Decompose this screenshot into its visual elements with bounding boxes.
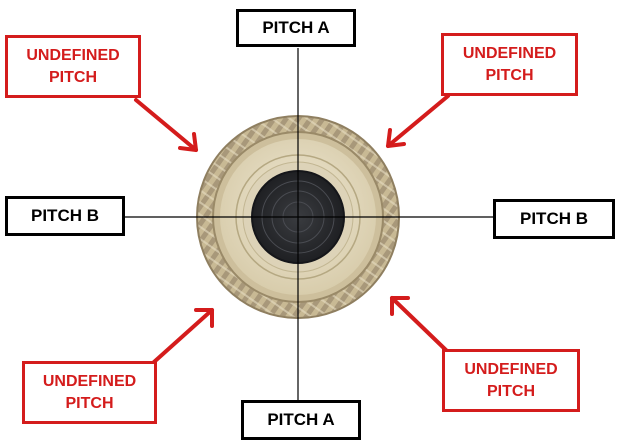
undefined-pitch-top-left-label: UNDEFINED PITCH [5,35,141,98]
undefined-text-line2: PITCH [65,394,114,412]
red-arrow-icon [386,94,450,148]
pitch-b-right-text: PITCH B [520,209,588,228]
pitch-b-left-label: PITCH B [5,196,125,236]
undefined-text-line2: PITCH [485,66,534,84]
pitch-a-bottom-text: PITCH A [267,410,335,429]
undefined-text-line1: UNDEFINED [464,360,558,378]
red-arrow-icon [134,98,198,152]
undefined-text-line2: PITCH [49,68,97,86]
pitch-a-top-text: PITCH A [262,18,330,37]
red-arrow-icon [390,296,450,354]
undefined-text-line1: UNDEFINED [42,372,137,390]
pitch-a-top-label: PITCH A [236,9,356,47]
undefined-pitch-bottom-left-label: UNDEFINED PITCH [22,361,157,424]
undefined-text-line1: UNDEFINED [26,46,120,64]
undefined-text-line1: UNDEFINED [462,44,557,62]
pitch-a-bottom-label: PITCH A [241,400,361,440]
undefined-pitch-bottom-right-label: UNDEFINED PITCH [442,349,580,412]
pitch-b-left-text: PITCH B [31,206,99,225]
undefined-pitch-top-right-label: UNDEFINED PITCH [441,33,578,96]
pitch-b-right-label: PITCH B [493,199,615,239]
red-arrow-icon [152,308,214,364]
undefined-text-line2: PITCH [487,382,535,400]
